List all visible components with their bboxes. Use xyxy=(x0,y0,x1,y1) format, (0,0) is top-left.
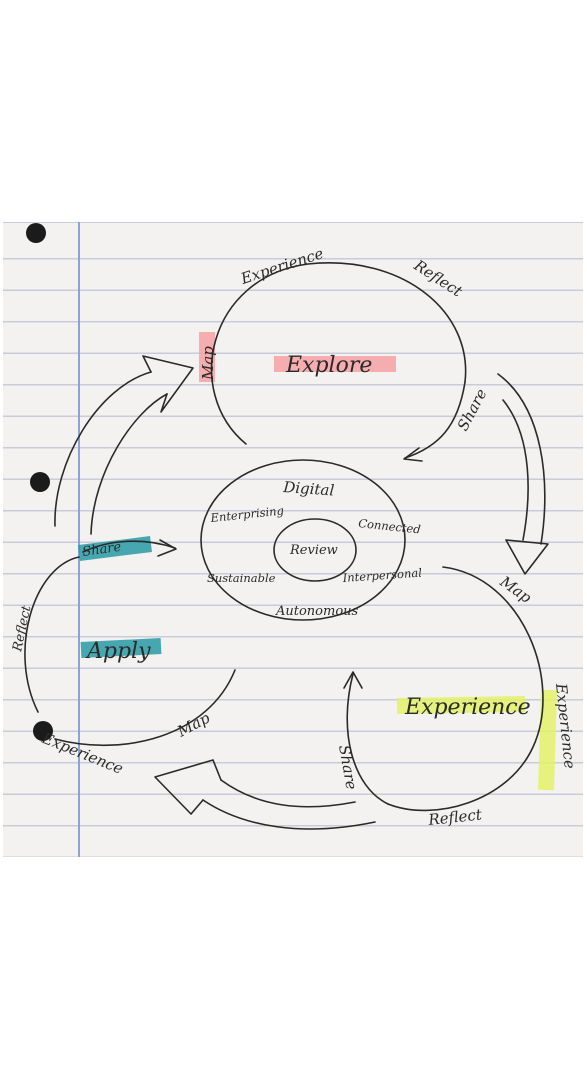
left-map-label: Map xyxy=(174,709,214,741)
right-big-arrow-head xyxy=(505,539,549,575)
top-share-label: Share xyxy=(454,386,491,434)
left-experience-label: Experience xyxy=(39,729,126,778)
inner-ring xyxy=(273,518,357,582)
top-experience-label: Experience xyxy=(238,244,326,288)
margin-line xyxy=(78,222,80,857)
left-share-label: Share xyxy=(81,540,122,560)
right-experience-side-label: Experience xyxy=(552,682,579,770)
experience-side-highlight xyxy=(538,689,557,791)
share-highlight xyxy=(78,536,152,561)
right-big-arrow-inner xyxy=(502,399,529,541)
top-cycle-arrow-head xyxy=(403,447,423,462)
explore-label: Explore xyxy=(285,353,372,378)
top-cycle-arrow-shaft xyxy=(404,381,466,459)
binder-hole-top xyxy=(26,223,46,243)
binder-hole-bottom xyxy=(33,721,53,741)
right-reflect-label: Reflect xyxy=(427,805,484,829)
right-map-label: Map xyxy=(496,572,535,607)
left-cycle-arc-top xyxy=(82,540,176,553)
right-cycle-arc-left xyxy=(346,673,389,805)
sustainable-label: Sustainable xyxy=(207,571,276,585)
right-share-label: Share xyxy=(335,744,361,791)
autonomous-label: Autonomous xyxy=(275,604,359,619)
left-big-arrow-head xyxy=(142,355,194,413)
top-reflect-label: Reflect xyxy=(410,256,466,301)
top-cycle-arc xyxy=(210,262,467,445)
left-big-arrow-outer xyxy=(54,371,152,527)
right-cycle-arrow-head xyxy=(343,671,363,689)
top-map-label: Map xyxy=(199,346,217,381)
left-cycle-arc-bottom xyxy=(54,669,236,747)
binder-hole-middle xyxy=(30,472,50,492)
right-experience-label: Experience xyxy=(404,695,531,720)
sketch-diagram: Explore Experience Reflect Share Map Rev… xyxy=(10,244,579,830)
interpersonal-label: Interpersonal xyxy=(341,565,422,585)
bottom-big-arrow-head xyxy=(154,759,222,815)
apply-label: Apply xyxy=(85,639,151,664)
bottom-big-arrow-inner xyxy=(220,779,356,808)
right-cycle-arc xyxy=(387,566,544,812)
left-big-arrow-inner xyxy=(90,393,168,535)
bottom-big-arrow-outer xyxy=(202,799,376,830)
left-cycle-arc-left xyxy=(24,556,80,713)
left-cycle-arrow-head xyxy=(157,539,177,557)
outer-ring xyxy=(200,459,406,621)
left-reflect-label: Reflect xyxy=(10,604,35,654)
right-big-arrow-outer xyxy=(497,373,546,545)
connected-label: Connected xyxy=(358,516,422,536)
experience-highlight xyxy=(396,696,526,714)
notebook-paper: Explore Experience Reflect Share Map Rev… xyxy=(3,222,583,857)
apply-highlight xyxy=(80,638,162,658)
digital-label: Digital xyxy=(282,478,335,500)
review-label: Review xyxy=(289,543,338,558)
enterprising-label: Enterprising xyxy=(209,503,285,525)
